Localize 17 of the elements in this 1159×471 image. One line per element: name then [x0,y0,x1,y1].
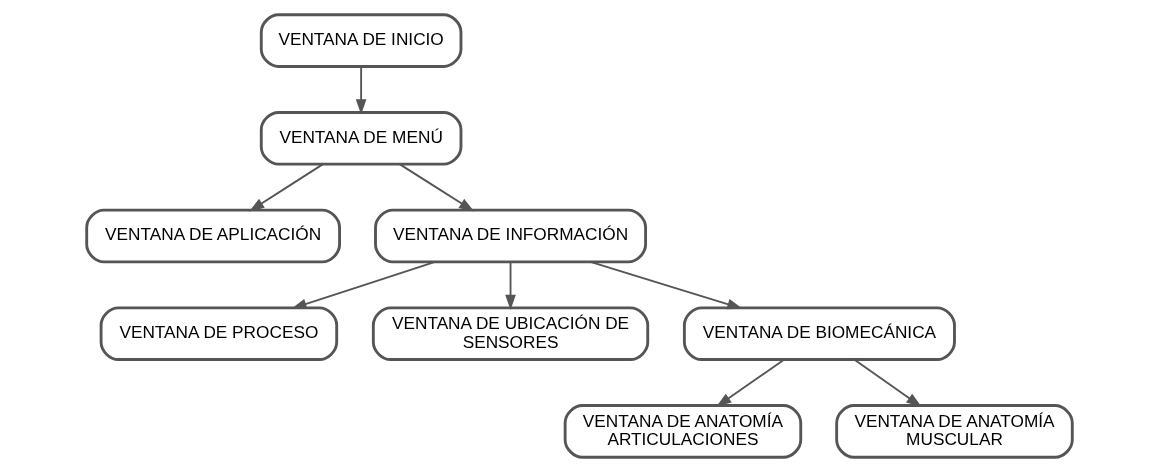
arrow [716,358,785,407]
node-box: VENTANA DE INFORMACIÓN [374,208,648,263]
node-box: VENTANA DE MENÚ [259,110,463,166]
node-box: VENTANA DE PROCESO [99,305,339,361]
node-box: VENTANA DE ANATOMÍA ARTICULACIONES [563,403,803,459]
arrow [589,260,743,309]
arrow [505,260,516,310]
node-box: VENTANA DE APLICACIÓN [85,208,341,263]
arrow [355,65,367,115]
arrow [291,260,436,309]
arrow [249,162,324,212]
node-box: VENTANA DE INICIO [259,12,463,68]
node-box: VENTANA DE BIOMECÁNICA [682,305,956,361]
node-box: VENTANA DE UBICACIÓN DE SENSORES [371,305,650,361]
node-box: VENTANA DE ANATOMÍA MUSCULAR [835,403,1074,459]
arrow [399,162,475,212]
arrow [854,358,922,407]
